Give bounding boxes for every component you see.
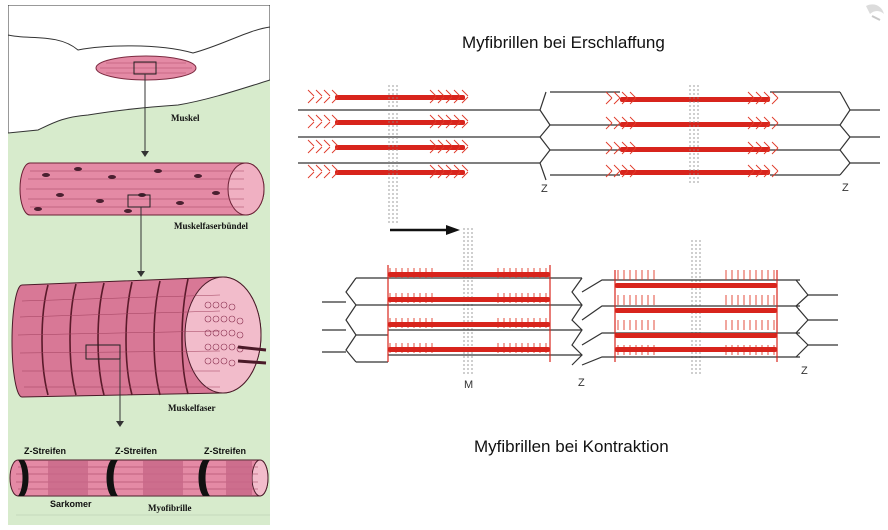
label-z-streifen-3: Z-Streifen bbox=[204, 446, 247, 456]
relaxed-z-label-1: Z bbox=[541, 183, 548, 195]
label-sarkomer: Sarkomer bbox=[50, 499, 92, 509]
muscle-fiber-bundle-icon bbox=[19, 162, 265, 216]
muscle-fiber-icon bbox=[11, 276, 267, 398]
myofibril-icon bbox=[9, 459, 269, 497]
contracted-z-label-1: Z bbox=[578, 377, 585, 389]
relaxed-title: Myfibrillen bei Erschlaffung bbox=[462, 33, 665, 52]
relaxed-sarcomere bbox=[298, 85, 880, 225]
label-z-streifen-2: Z-Streifen bbox=[115, 446, 158, 456]
corner-logo-icon bbox=[866, 4, 884, 21]
relaxed-z-label-2: Z bbox=[842, 182, 849, 194]
label-muskel: Muskel bbox=[171, 113, 200, 123]
label-z-streifen-1: Z-Streifen bbox=[24, 446, 67, 456]
muscle-structure-panel: Muskel Muskelfaserbündel Muskelfaser Z-S… bbox=[8, 5, 270, 525]
label-muskelfaserbuendel: Muskelfaserbündel bbox=[174, 221, 249, 231]
contracted-title: Myfibrillen bei Kontraktion bbox=[474, 437, 669, 456]
muscle-hierarchy-illustration bbox=[8, 5, 270, 516]
contracted-m-label: M bbox=[464, 379, 474, 391]
label-muskelfaser: Muskelfaser bbox=[168, 403, 216, 413]
label-myofibrille: Myofibrille bbox=[148, 503, 192, 513]
contracted-sarcomere bbox=[322, 265, 838, 366]
contracted-z-label-2: Z bbox=[801, 365, 808, 377]
